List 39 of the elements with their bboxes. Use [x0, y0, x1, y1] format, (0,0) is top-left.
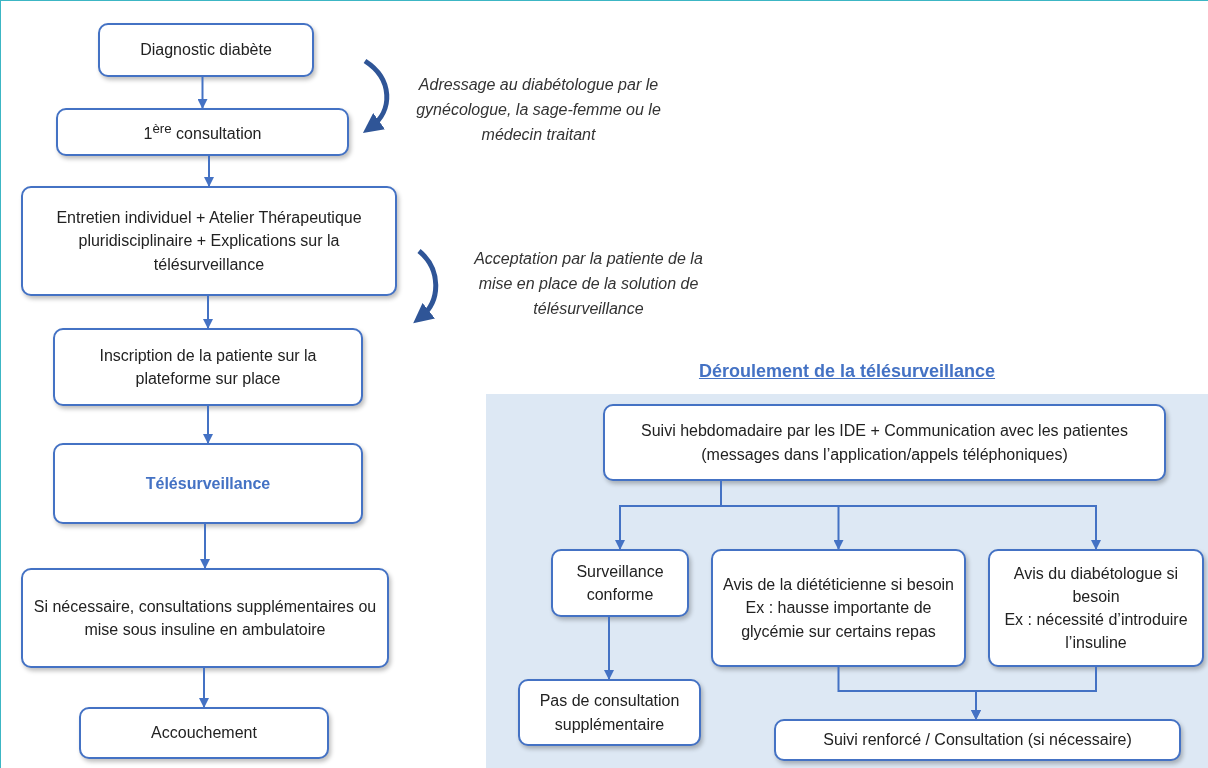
process-box: [774, 719, 1181, 761]
box-text: Télésurveillance: [145, 473, 271, 494]
box-text: Diagnostic diabète: [140, 40, 272, 61]
process-box: [603, 404, 1166, 481]
box-text: Pas de consultation supplémentaire: [538, 691, 681, 735]
annotation-text: Acceptation par la patiente de la mise en place de la solution de télésurveillance: [472, 249, 704, 319]
panel-heading: Déroulement de la télésurveillance: [697, 361, 997, 382]
arrow: [203, 295, 213, 329]
process-box: [551, 549, 689, 617]
box-text: Suivi renforcé / Consultation (si nécessaire): [823, 730, 1132, 751]
arrow: [604, 616, 614, 680]
box-text: Surveillance conforme: [575, 561, 665, 605]
box-text: Suivi hebdomadaire par les IDE + Communication avec les patientes (messages dans l’application/appels téléphoniques): [640, 421, 1129, 465]
arrow: [204, 155, 214, 187]
box-text: Ex : hausse importante de glycémie sur certains repas: [740, 598, 937, 642]
annotation-text: Adressage au diabétologue par le gynécologue, la sage-femme ou le médecin traitant: [415, 75, 662, 145]
box-text: 1$^{ère}$ consultation: [143, 119, 262, 145]
arrow: [197, 76, 208, 109]
process-box: [98, 23, 314, 77]
process-box: [53, 443, 363, 524]
box-text: Si nécessaire, consultations supplémentaires ou mise sous insuline en ambulatoire: [32, 596, 378, 640]
process-box: [21, 568, 389, 668]
process-box: [711, 549, 966, 667]
process-box: [79, 707, 329, 759]
box-text: Avis de la diététicienne si besoin: [723, 575, 954, 596]
process-box: [988, 549, 1204, 667]
process-box: [518, 679, 701, 746]
process-box: [56, 108, 349, 156]
box-text: Entretien individuel + Atelier Thérapeutique pluridisciplinaire + Explications sur la télésurveillance: [55, 208, 363, 275]
process-box: [53, 328, 363, 406]
arrow: [203, 405, 213, 444]
arrow: [199, 667, 209, 708]
arrow: [971, 666, 1097, 720]
process-box: [21, 186, 397, 296]
box-text: Accouchement: [151, 723, 257, 744]
box-text: Ex : nécessité d’introduire l’insuline: [1003, 610, 1189, 654]
box-text: Inscription de la patiente sur la plateforme sur place: [98, 345, 318, 389]
arrow: [200, 523, 210, 569]
box-text: Avis du diabétologue si besoin: [1012, 563, 1180, 607]
